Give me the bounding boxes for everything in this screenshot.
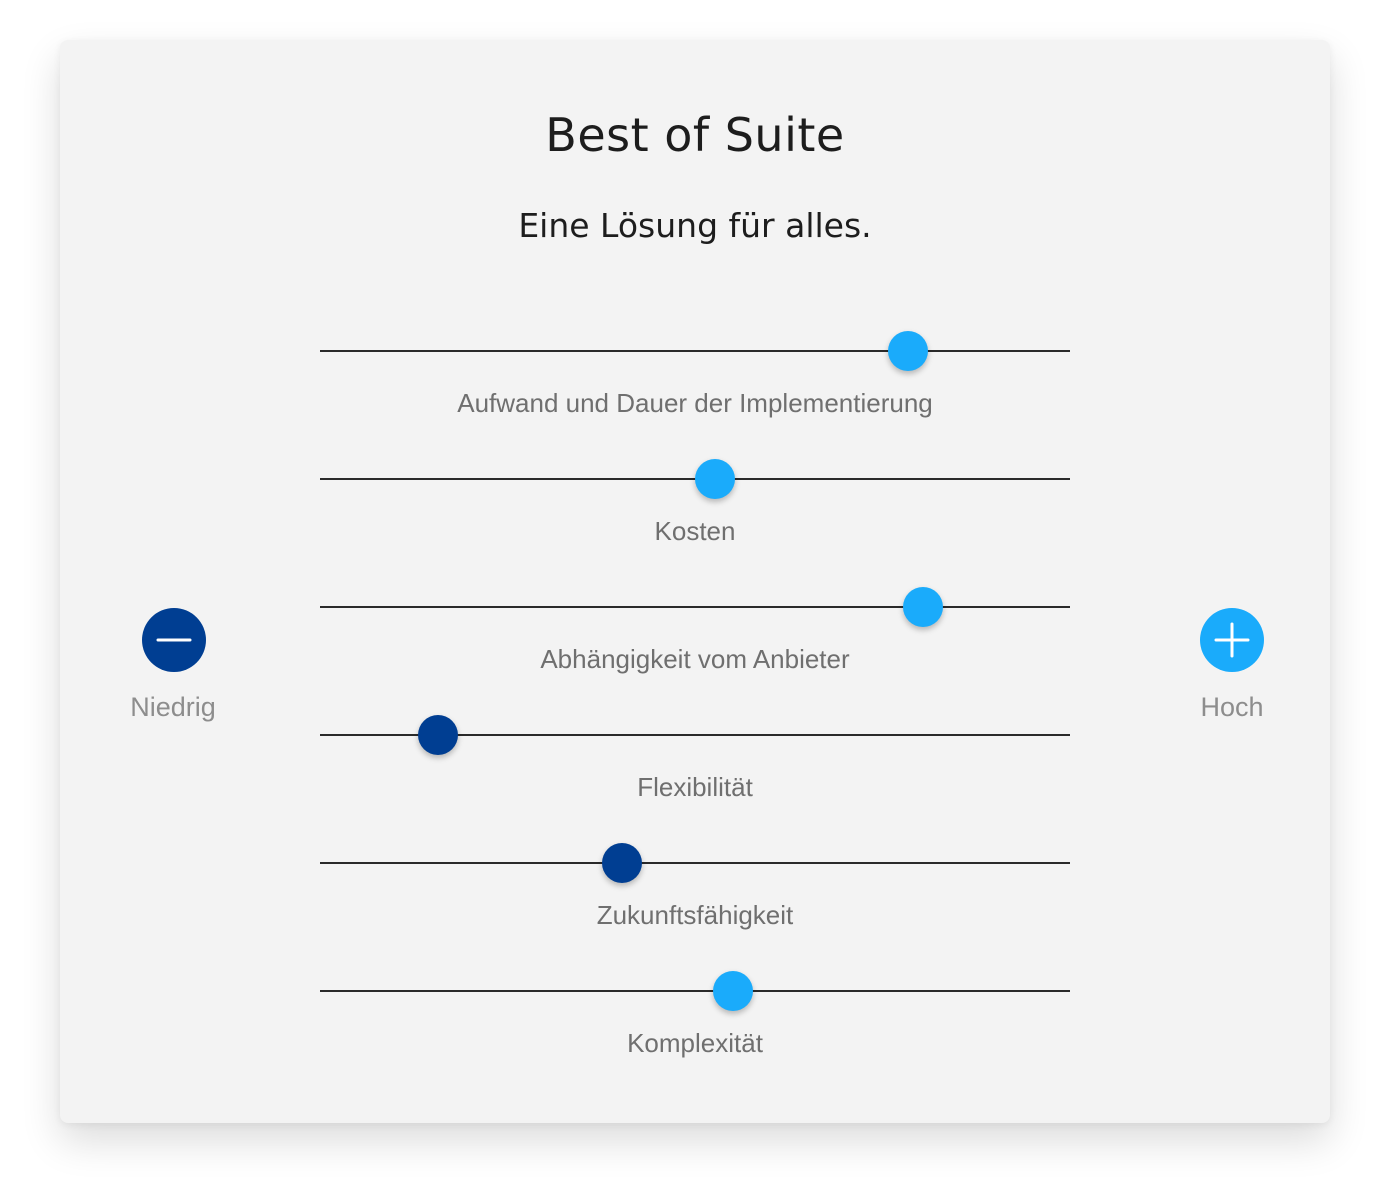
slider-thumb[interactable] xyxy=(695,459,736,499)
slider-row: Zukunftsfähigkeit xyxy=(320,843,1070,972)
card xyxy=(60,40,1330,1123)
slider-row: Kosten xyxy=(320,459,1070,588)
slider-thumb[interactable] xyxy=(888,331,928,371)
slider-row: Komplexität xyxy=(320,971,1070,1100)
slider-label: Komplexität xyxy=(627,1028,763,1058)
page-subtitle: Eine Lösung für alles. xyxy=(518,206,872,245)
slider-track[interactable] xyxy=(320,862,1070,864)
low-label: Niedrig xyxy=(130,692,216,722)
slider-label: Flexibilität xyxy=(637,772,753,802)
slider-track[interactable] xyxy=(320,734,1070,736)
slider-track[interactable] xyxy=(320,478,1070,480)
slider-row: Flexibilität xyxy=(320,715,1070,844)
slider-thumb[interactable] xyxy=(713,971,754,1011)
low-button[interactable] xyxy=(142,608,206,672)
slider-label: Kosten xyxy=(654,516,736,546)
slider-track[interactable] xyxy=(320,990,1070,992)
high-button[interactable] xyxy=(1200,608,1264,672)
slider-label: Zukunftsfähigkeit xyxy=(596,900,794,930)
slider-thumb[interactable] xyxy=(417,715,458,755)
slider-track[interactable] xyxy=(320,606,1070,608)
slider-thumb[interactable] xyxy=(602,843,643,883)
slider-row: Abhängigkeit vom Anbieter xyxy=(320,587,1070,716)
slider-row: Aufwand und Dauer der Implementierung xyxy=(320,331,1070,460)
slider-label: Aufwand und Dauer der Implementierung xyxy=(457,388,933,418)
slider-label: Abhängigkeit vom Anbieter xyxy=(540,644,850,674)
plus-icon xyxy=(1214,622,1250,658)
high-label: Hoch xyxy=(1200,692,1264,722)
slider-thumb[interactable] xyxy=(903,587,943,627)
page-title: Best of Suite xyxy=(545,108,845,162)
minus-icon xyxy=(156,638,192,642)
slider-track[interactable] xyxy=(320,350,1070,352)
